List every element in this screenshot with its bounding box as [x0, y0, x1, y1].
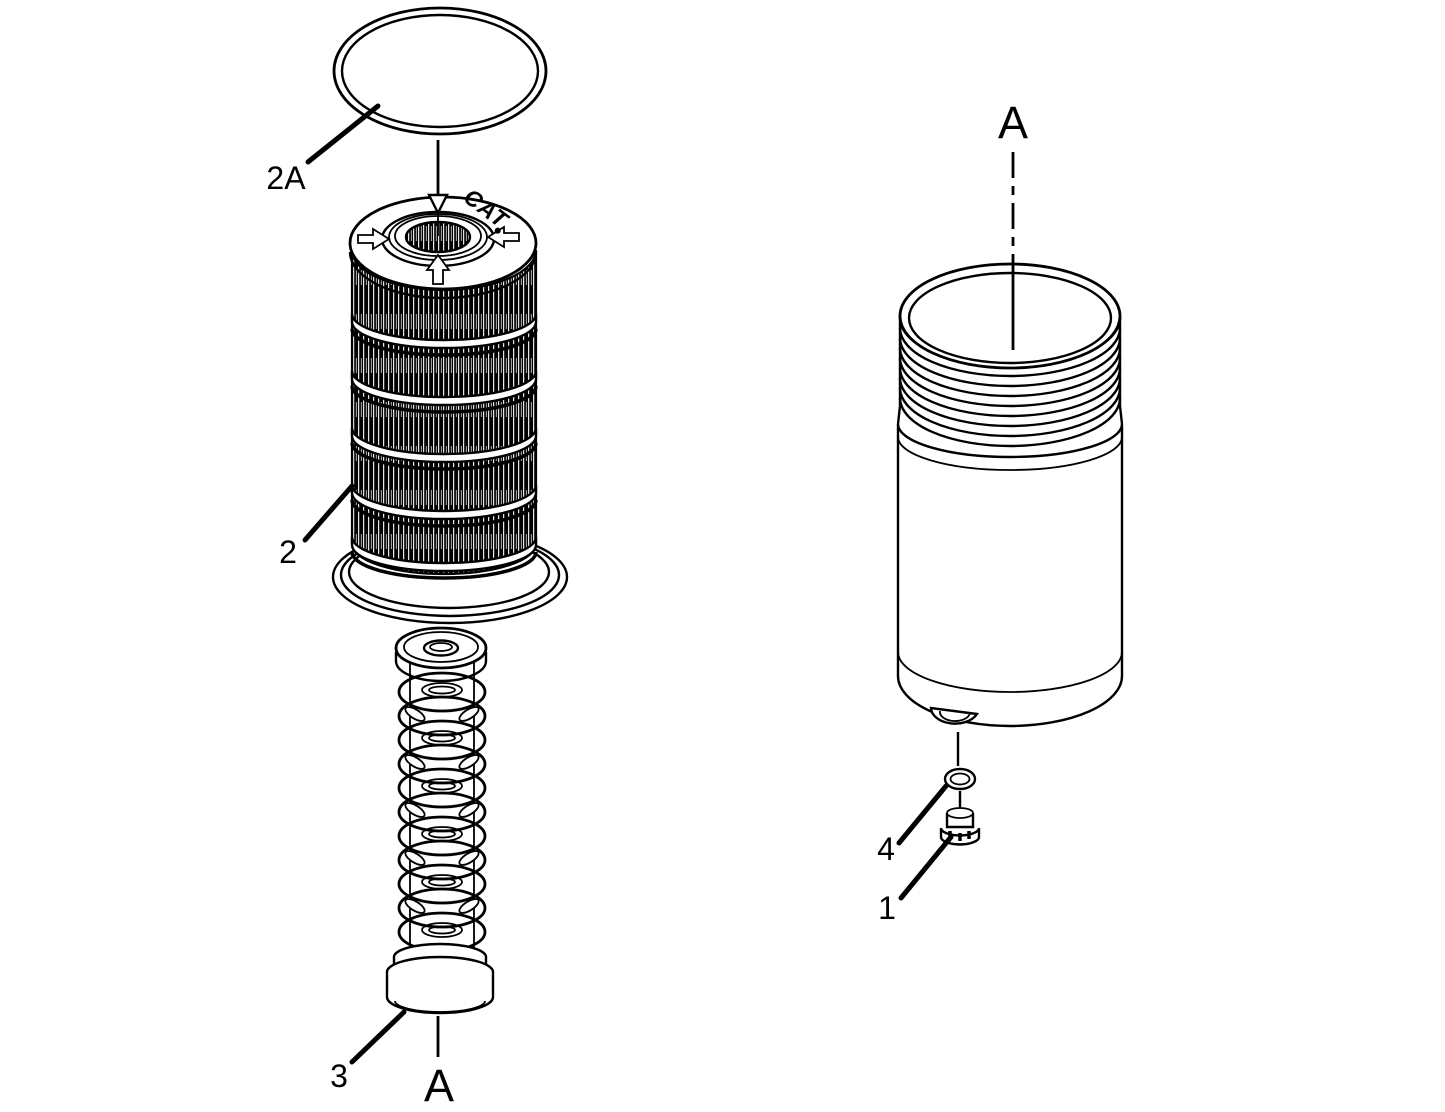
leader-line-1	[898, 834, 954, 901]
tube-slot-left	[404, 850, 426, 866]
spring-coil-ring	[397, 887, 487, 929]
spring-top-disc	[394, 626, 488, 683]
tube-slot-center-inner	[428, 685, 456, 695]
large-oring-seal	[332, 6, 548, 136]
filter-band	[350, 370, 538, 407]
tube-slot-left	[404, 754, 426, 770]
filter-support-bands	[350, 313, 538, 580]
filter-band	[350, 536, 538, 573]
thread-line	[898, 367, 1122, 418]
housing-drain-boss	[929, 706, 980, 725]
spring-coil-ring	[397, 815, 487, 857]
spring-base-cap	[385, 942, 495, 1015]
registered-mark-dot	[494, 227, 501, 234]
datum-a-left: A	[424, 1016, 454, 1111]
thread-line	[898, 397, 1122, 448]
small-oring-seal	[943, 767, 977, 791]
spring-coil-ring	[397, 839, 487, 881]
tube-slot-right	[458, 898, 480, 914]
datum-label-right: A	[998, 97, 1028, 148]
tube-slot-left	[404, 898, 426, 914]
leader-line-2	[302, 483, 355, 543]
spring-coil-ring	[397, 743, 487, 785]
thread-line	[898, 377, 1122, 428]
datum-label-left: A	[424, 1060, 454, 1111]
leader-line-2a	[305, 103, 381, 165]
oring-outer-edge	[332, 6, 548, 136]
tube-slot-left	[404, 706, 426, 722]
leader-line-3	[349, 1009, 407, 1065]
spring-coil-ring	[397, 863, 487, 905]
tube-slot-center	[421, 682, 463, 698]
flow-arrow-up-icon	[425, 253, 451, 285]
spring-tube-assembly	[385, 626, 495, 1015]
filter-element: CAT	[331, 183, 569, 625]
spring-coil-ring	[397, 695, 487, 737]
spring-coil-ring	[397, 671, 487, 713]
filter-band	[350, 313, 538, 350]
filter-band	[350, 484, 538, 521]
thread-line	[898, 357, 1122, 408]
filter-band-shadow	[350, 551, 538, 580]
housing-open-rim	[898, 262, 1122, 370]
spring-coils	[397, 671, 487, 953]
spring-coil-ring	[397, 791, 487, 833]
thread-line	[898, 337, 1122, 388]
filter-band-shadow	[350, 442, 538, 471]
tube-slot-right	[458, 754, 480, 770]
thread-line	[898, 327, 1122, 378]
callout-3: 3	[330, 1058, 348, 1094]
spring-coil-ring	[397, 767, 487, 809]
tube-slot-left	[404, 802, 426, 818]
leader-line-4	[896, 783, 949, 846]
tube-slot-right	[458, 706, 480, 722]
filter-band	[350, 427, 538, 464]
spring-coil-ring	[397, 719, 487, 761]
callout-1: 1	[878, 890, 896, 926]
oring-inner-edge	[340, 13, 540, 129]
thread-line	[898, 387, 1122, 438]
filter-band-shadow	[350, 385, 538, 414]
callout-2a: 2A	[266, 160, 306, 196]
filter-housing	[896, 262, 1124, 728]
tube-slot-right	[458, 850, 480, 866]
flow-arrow-right-icon	[357, 227, 391, 251]
flow-arrow-left-icon	[486, 225, 520, 249]
housing-neck	[900, 316, 1120, 452]
filter-band-shadow	[350, 499, 538, 528]
thread-line	[898, 347, 1122, 398]
insertion-arrow-icon	[427, 140, 449, 236]
callout-2: 2	[279, 534, 297, 570]
filter-band-shadow	[350, 328, 538, 357]
callout-4: 4	[877, 831, 895, 867]
tube-slot-right	[458, 802, 480, 818]
